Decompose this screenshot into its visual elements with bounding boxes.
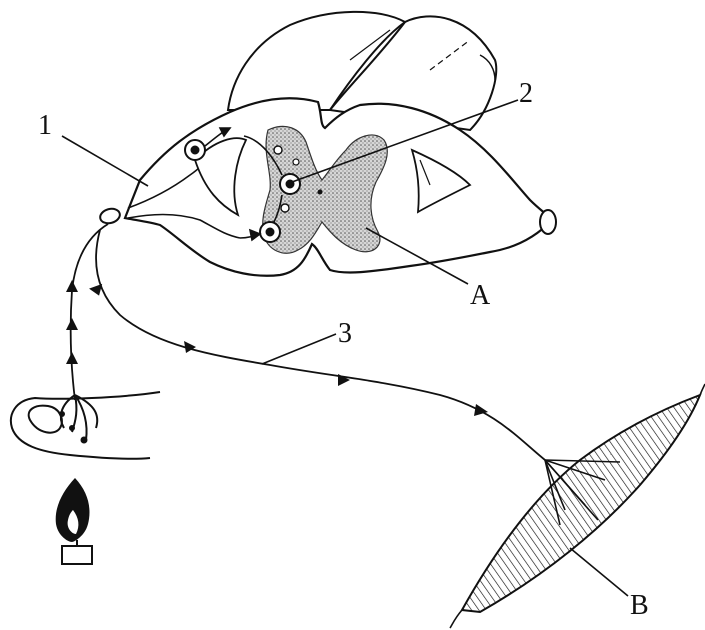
- leader-1: [62, 136, 148, 186]
- finger: [11, 392, 160, 459]
- label-1: 1: [38, 112, 52, 140]
- nerve-pathway: [71, 224, 545, 460]
- candle-flame: [56, 478, 92, 564]
- motor-fiber: [96, 230, 545, 460]
- label-a: A: [470, 282, 490, 310]
- sensory-fiber: [71, 224, 108, 400]
- muscle: [450, 384, 705, 628]
- label-2: 2: [519, 80, 533, 108]
- leader-3: [262, 334, 336, 364]
- leader-B: [570, 548, 628, 596]
- label-b: B: [630, 592, 649, 620]
- spinal-cord-cross-section: [99, 98, 556, 275]
- label-3: 3: [338, 320, 352, 348]
